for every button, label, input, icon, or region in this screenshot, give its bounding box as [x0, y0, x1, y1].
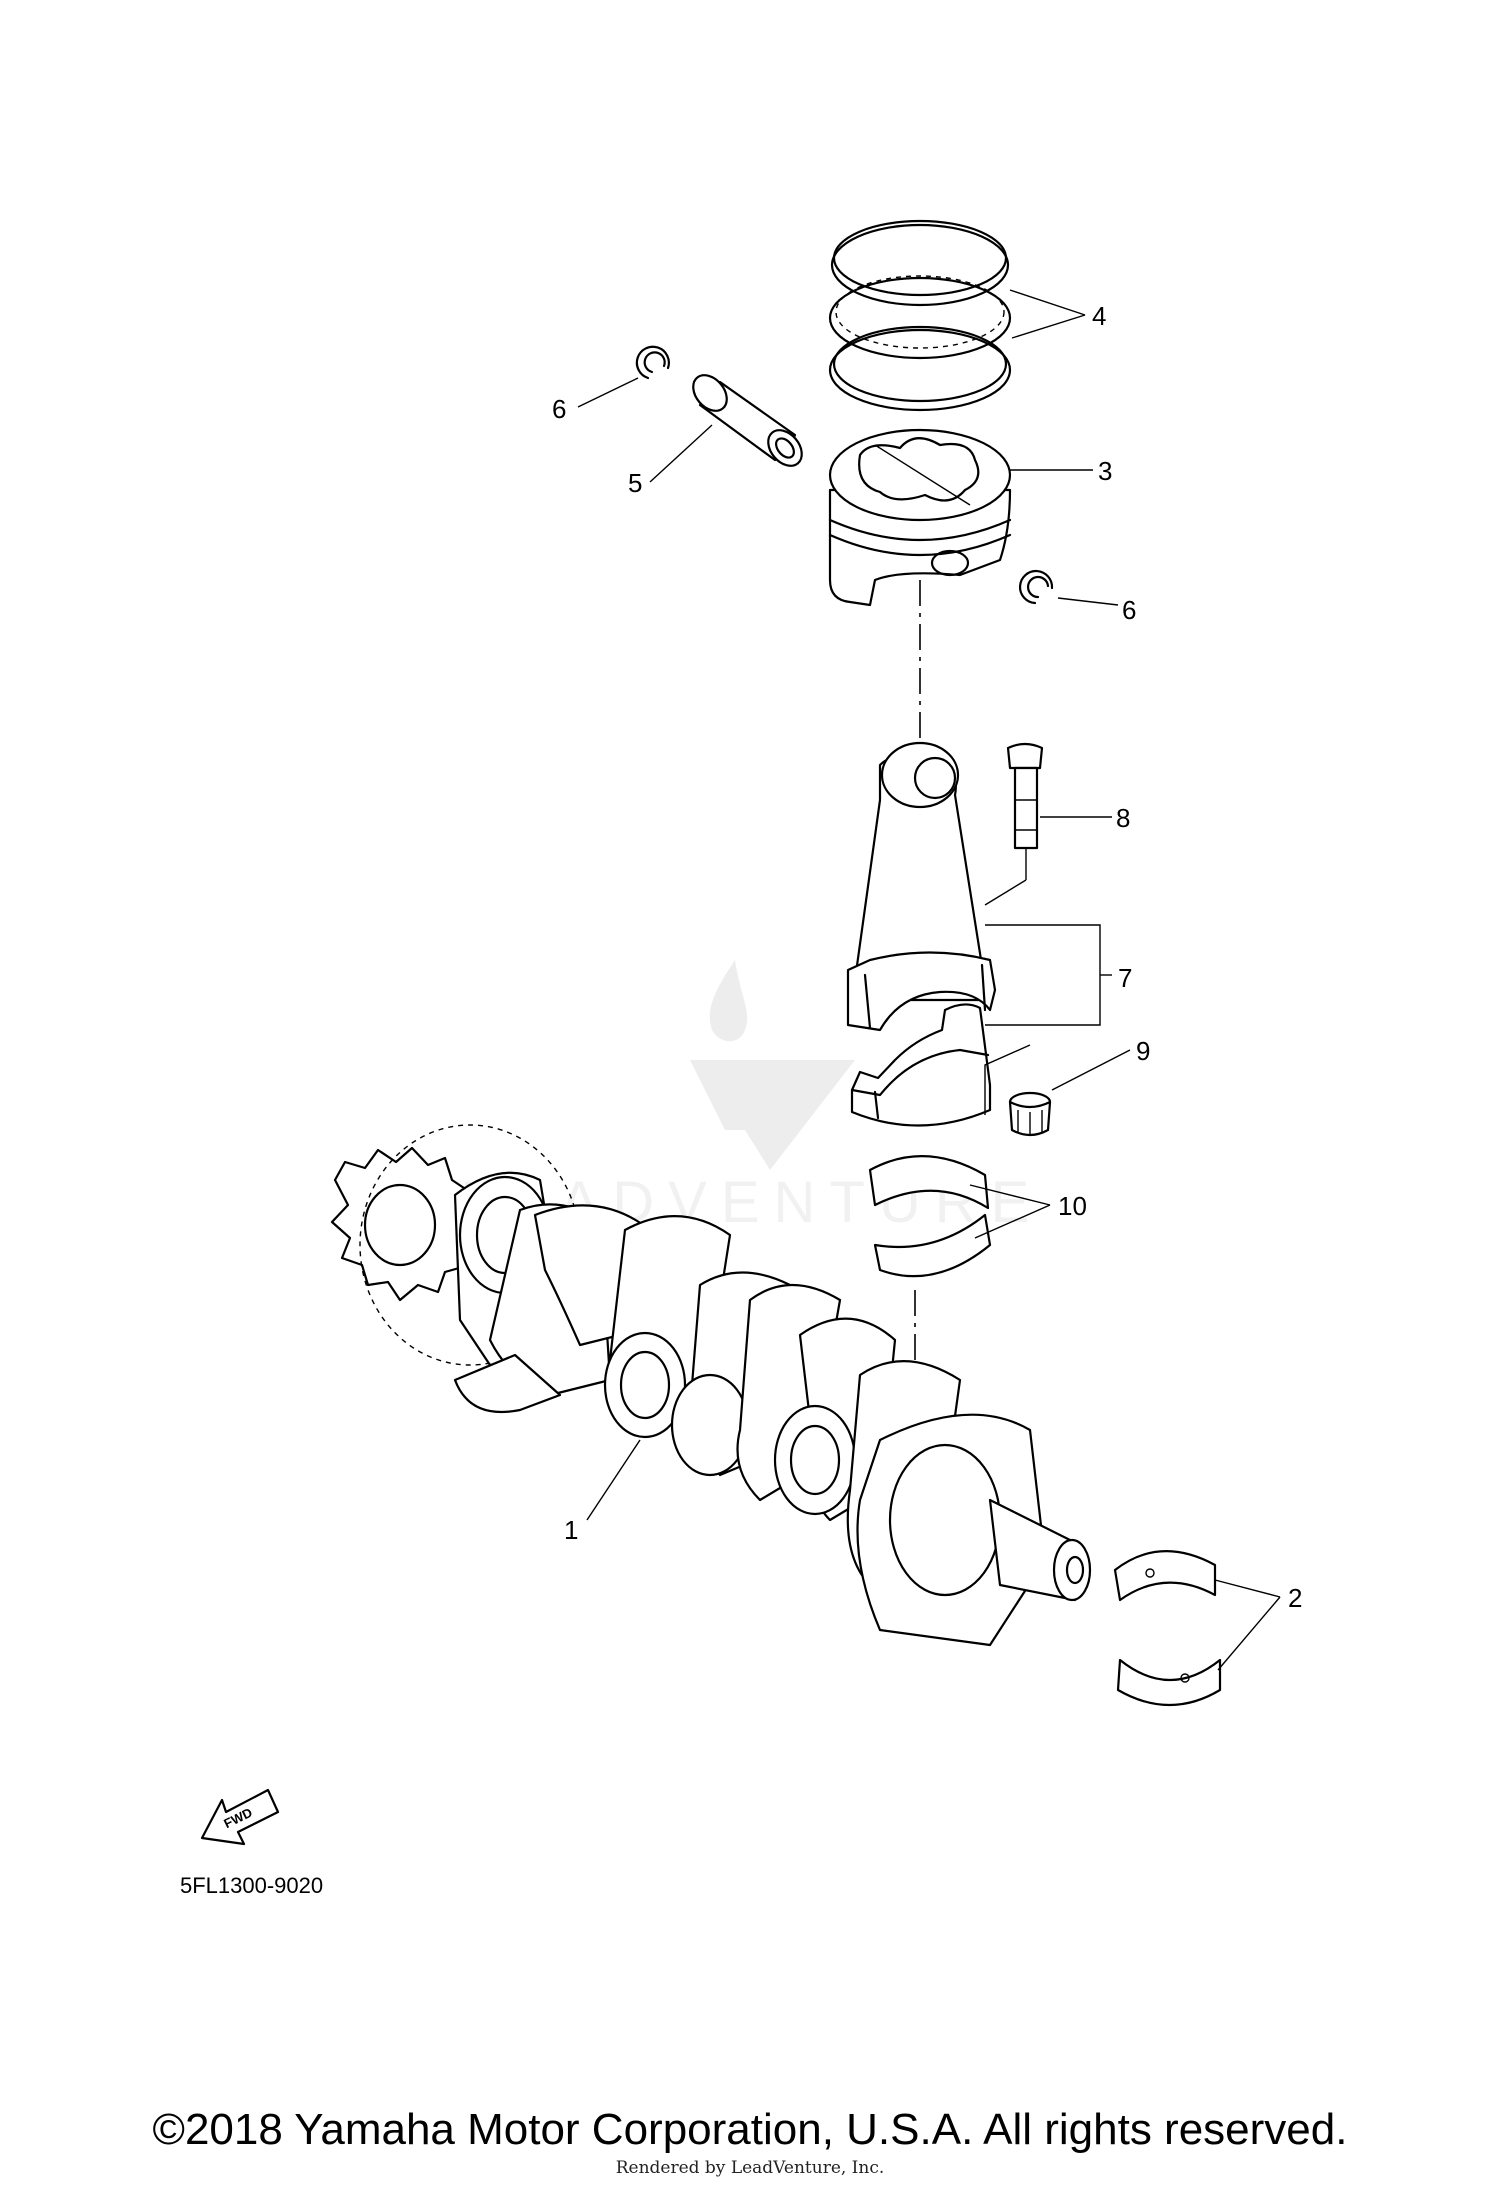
circlip-right	[1018, 569, 1054, 605]
connecting-rod-nut	[984, 1044, 1052, 1137]
crank-bearing-lower	[873, 1213, 992, 1278]
piston-pin	[692, 374, 803, 467]
main-bearing-lower	[1116, 1658, 1222, 1706]
callout-3: 3	[1098, 456, 1113, 486]
catalog-code: 5FL1300-9020	[180, 1873, 324, 1898]
callout-5: 5	[628, 468, 643, 498]
callout-6-left: 6	[552, 394, 567, 424]
connecting-rod-bolt	[984, 742, 1044, 906]
callout-2: 2	[1288, 1583, 1303, 1613]
piston	[828, 428, 1012, 760]
connecting-rod	[846, 741, 997, 1032]
rendered-by-credit: Rendered by LeadVenture, Inc.	[615, 2158, 885, 2178]
callout-9: 9	[1136, 1036, 1151, 1066]
crank-bearing-upper	[868, 1155, 990, 1210]
circlip-left	[635, 345, 670, 380]
callout-7: 7	[1118, 963, 1133, 993]
fwd-arrow-icon: FWD	[200, 1788, 280, 1846]
connecting-rod-cap	[850, 1003, 992, 1127]
crankshaft	[330, 1124, 1092, 1647]
callout-8: 8	[1116, 803, 1131, 833]
callout-1: 1	[564, 1515, 579, 1545]
piston-rings	[828, 219, 1012, 412]
callout-6-right: 6	[1122, 595, 1137, 625]
copyright-notice: ©2018 Yamaha Motor Corporation, U.S.A. A…	[152, 2105, 1348, 2154]
leadventure-logo-icon	[690, 960, 855, 1170]
leader-lines	[577, 289, 1281, 1671]
callout-10: 10	[1058, 1191, 1087, 1221]
callout-4: 4	[1092, 301, 1107, 331]
main-bearing-upper	[1113, 1550, 1217, 1602]
